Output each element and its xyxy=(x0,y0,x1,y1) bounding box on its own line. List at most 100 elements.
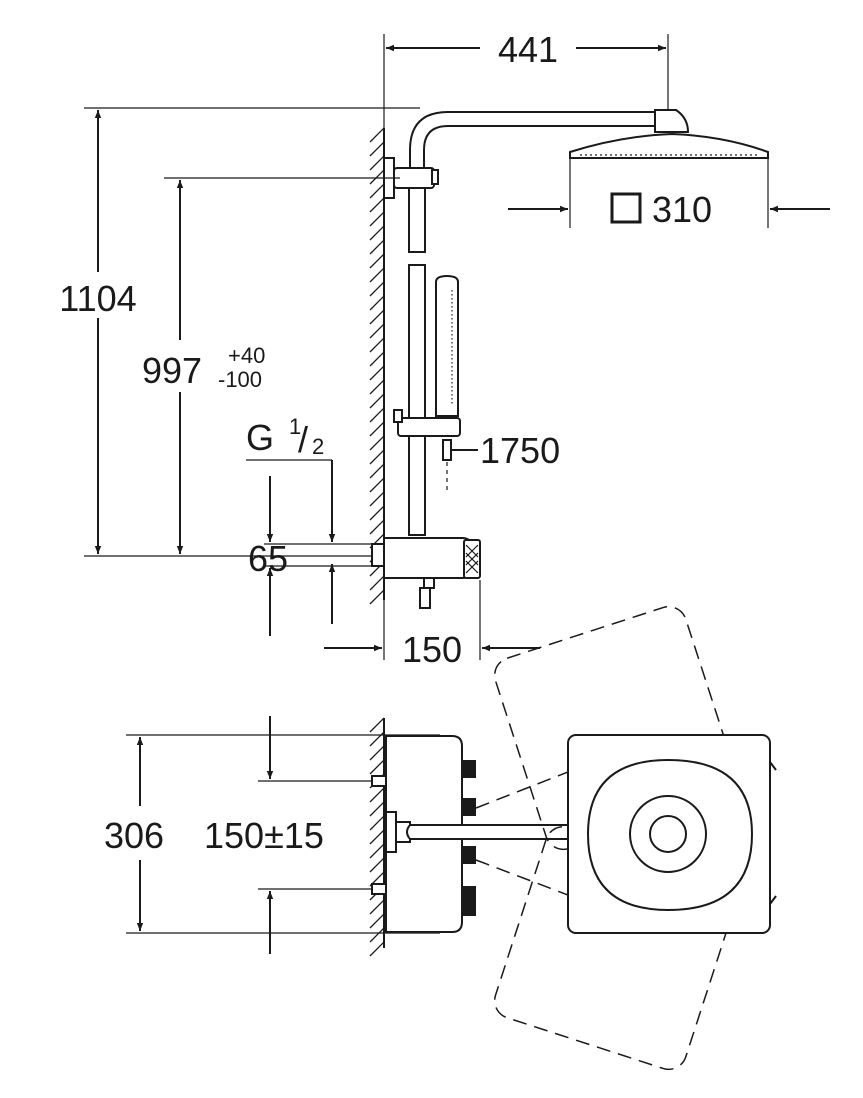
hatch-line xyxy=(369,449,385,465)
hatch-line xyxy=(369,127,385,143)
dimension-thread: G 1 / 2 xyxy=(246,414,336,624)
label-150-pm-15: 150±15 xyxy=(204,815,324,856)
hatch-line xyxy=(369,267,385,283)
hatch-line xyxy=(369,759,385,775)
plan-bracket xyxy=(385,811,397,853)
hand-shower xyxy=(435,274,459,417)
label-thread-g: G xyxy=(246,417,274,458)
dimension-arm-projection: 441 xyxy=(383,29,669,130)
label-150-depth: 150 xyxy=(402,629,462,670)
plan-head-center xyxy=(649,815,687,853)
hatch-line xyxy=(369,505,385,521)
hose-end xyxy=(442,439,452,461)
hatch-line xyxy=(369,351,385,367)
hatch-line xyxy=(369,379,385,395)
hatch-line xyxy=(369,899,385,915)
riser-lower xyxy=(408,264,426,536)
plan-control-3 xyxy=(462,846,476,864)
dimension-plan-width: 306 xyxy=(104,734,440,934)
hatch-line xyxy=(369,519,385,535)
hatch-line xyxy=(369,843,385,859)
side-elevation-view xyxy=(369,109,769,609)
hatch-line xyxy=(369,801,385,817)
label-997-tol-plus: +40 xyxy=(228,343,265,368)
hatch-line xyxy=(369,197,385,213)
hatch-line xyxy=(369,731,385,747)
plan-inlet-bottom xyxy=(371,883,387,895)
hatch-line xyxy=(369,365,385,381)
hatch-line xyxy=(369,477,385,493)
plan-head-face xyxy=(586,758,754,912)
hatch-line xyxy=(369,745,385,761)
hatch-line xyxy=(369,239,385,255)
label-thread-slash: / xyxy=(298,419,308,460)
shower-holder xyxy=(397,417,461,437)
dimension-total-height: 1104 xyxy=(59,107,420,557)
dimension-plan-centers: 150±15 xyxy=(204,716,372,954)
hatch-line xyxy=(369,141,385,157)
hatch-line xyxy=(369,393,385,409)
hatch-line xyxy=(369,253,385,269)
plan-control-2 xyxy=(462,798,476,816)
shower-head xyxy=(569,132,769,159)
rotated-head-bottom xyxy=(493,825,739,1071)
hatch-line xyxy=(369,281,385,297)
hatch-line xyxy=(369,717,385,733)
holder-knob xyxy=(393,409,403,423)
label-997-tol-minus: -100 xyxy=(218,367,262,392)
label-1104: 1104 xyxy=(59,278,136,319)
dimension-thermostat-depth: 150 xyxy=(324,580,540,670)
label-thread-num: 1 xyxy=(289,414,301,439)
hatch-line xyxy=(369,407,385,423)
hatch-line xyxy=(369,463,385,479)
outlet-nut xyxy=(423,577,435,589)
label-310: 310 xyxy=(652,189,712,230)
hatch-line xyxy=(369,155,385,171)
square-size-icon xyxy=(610,192,642,224)
hatch-line xyxy=(369,211,385,227)
plan-control-1 xyxy=(462,760,476,778)
hatch-line xyxy=(369,169,385,185)
hatch-line xyxy=(369,435,385,451)
dimension-thermostat-height: 65 xyxy=(248,476,372,636)
plan-view xyxy=(369,605,777,1071)
head-joint xyxy=(654,109,690,133)
plan-inlet-top xyxy=(371,775,387,787)
label-997: 997 xyxy=(142,350,202,391)
wall-hatching xyxy=(369,127,385,605)
top-clamp-knob xyxy=(431,169,439,185)
hatch-line xyxy=(369,337,385,353)
label-441: 441 xyxy=(498,29,558,70)
hatch-line xyxy=(369,927,385,943)
plan-wall-hatching xyxy=(369,717,385,957)
label-306: 306 xyxy=(104,815,164,856)
hatch-line xyxy=(369,787,385,803)
plan-control-4 xyxy=(462,886,476,916)
dimension-hose-length: 1750 xyxy=(451,430,560,471)
hatch-line xyxy=(369,421,385,437)
dimension-head-size: 310 xyxy=(508,158,830,230)
hatch-line xyxy=(369,323,385,339)
hatch-line xyxy=(369,941,385,957)
hatch-line xyxy=(369,491,385,507)
hatch-line xyxy=(369,183,385,199)
dimension-bar-height: 997 +40 -100 xyxy=(142,177,400,554)
hatch-line xyxy=(369,589,385,605)
thermostat-body xyxy=(383,537,473,579)
plan-head-inner xyxy=(629,795,707,873)
hatch-line xyxy=(369,913,385,929)
hatch-line xyxy=(369,815,385,831)
riser-upper xyxy=(408,187,426,253)
hatch-line xyxy=(369,829,385,845)
outlet-spout xyxy=(419,587,431,609)
hatch-line xyxy=(369,309,385,325)
label-thread-den: 2 xyxy=(312,434,324,459)
hatch-line xyxy=(369,295,385,311)
hatch-line xyxy=(369,225,385,241)
label-65: 65 xyxy=(248,538,288,579)
wall-connection-left xyxy=(371,543,385,567)
hatch-line xyxy=(369,857,385,873)
label-1750: 1750 xyxy=(480,430,560,471)
handle-knurl xyxy=(465,544,479,574)
